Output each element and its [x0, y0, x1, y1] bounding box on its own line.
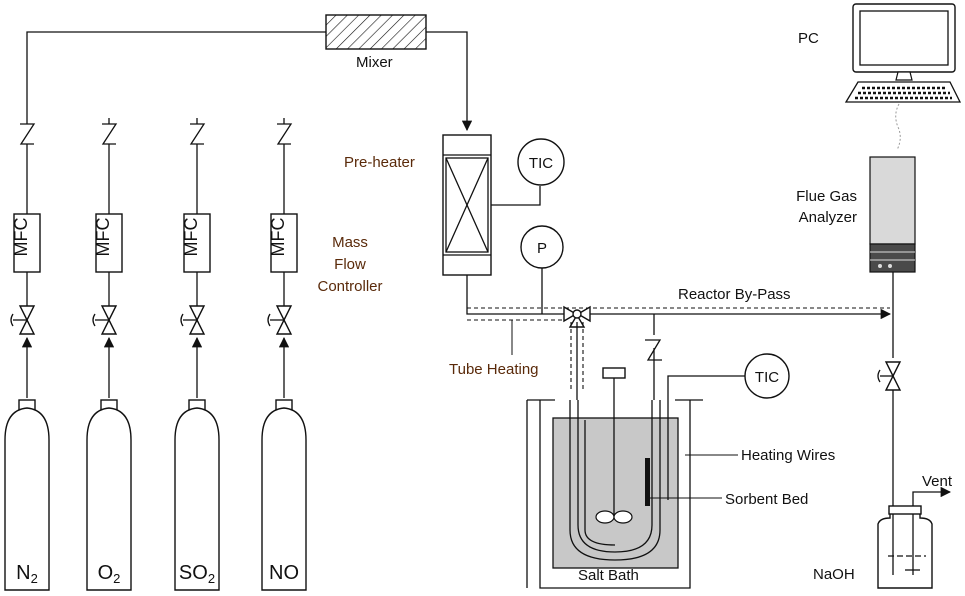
gas-label: NO — [269, 562, 299, 584]
heating-wires-label: Heating Wires — [741, 447, 835, 464]
pc-label: PC — [798, 30, 819, 47]
mfc-text: MFC — [11, 218, 31, 257]
tic-top-label: TIC — [529, 155, 553, 172]
mixer-to-preheater-line — [426, 31, 473, 132]
tic-top-connector — [491, 186, 541, 206]
salt-bath-label: Salt Bath — [578, 567, 639, 584]
naoh-label: NaOH — [813, 566, 855, 583]
feed-line-to-mixer — [26, 31, 326, 118]
computer-icon — [844, 3, 962, 103]
main-gas-line — [466, 275, 892, 320]
check-valve-icon — [19, 123, 36, 145]
check-valve-icon — [101, 123, 118, 145]
tube-heating-label: Tube Heating — [449, 361, 539, 378]
sorbent-bed-label: Sorbent Bed — [725, 491, 808, 508]
mfc-box — [270, 213, 298, 273]
check-valve-icon — [276, 123, 293, 145]
needle-valve-icon — [10, 305, 36, 335]
mfc-text: MFC — [181, 218, 201, 257]
mfc-box — [183, 213, 211, 273]
mfc-label-line1: Mass — [332, 234, 368, 251]
gas-formula-main: O — [98, 562, 114, 584]
check-valve-icon — [189, 123, 206, 145]
mfc-text: MFC — [268, 218, 288, 257]
needle-valve-icon — [180, 305, 206, 335]
flue-gas-analyzer-icon — [869, 156, 916, 273]
gas-cylinder-icon — [174, 399, 220, 591]
preheater-label: Pre-heater — [344, 154, 415, 171]
naoh-scrubber-icon — [877, 505, 933, 589]
gas-formula-subscript: 2 — [113, 571, 120, 586]
gas-formula-main: SO — [179, 562, 208, 584]
vent-arrow — [912, 486, 952, 506]
needle-valve-icon — [267, 305, 293, 335]
gas-label: N2 — [16, 562, 38, 586]
mixer-icon — [325, 14, 427, 50]
gas-formula-main: NO — [269, 562, 299, 584]
gas-cylinder-icon — [261, 399, 307, 591]
gas-column: MFC N2 — [4, 118, 50, 591]
mfc-label-line2: Flow — [334, 256, 366, 273]
mfc-box — [13, 213, 41, 273]
gas-formula-main: N — [16, 562, 30, 584]
vent-label: Vent — [922, 473, 953, 490]
pc-cable — [895, 103, 901, 151]
outlet-valve-icon — [877, 361, 902, 391]
reactor-bypass-label: Reactor By-Pass — [678, 286, 791, 303]
gas-formula-subscript: 2 — [208, 571, 215, 586]
mixer-label: Mixer — [356, 54, 393, 71]
gas-cylinder-icon — [86, 399, 132, 591]
gas-cylinder-icon — [4, 399, 50, 591]
gas-label: SO2 — [179, 562, 215, 586]
preheater-icon — [442, 134, 492, 276]
tic-bottom-probe — [667, 375, 745, 500]
gas-label: O2 — [98, 562, 121, 586]
check-valve-icon — [645, 339, 662, 361]
needle-valve-icon — [92, 305, 118, 335]
gas-column: MFC NO — [261, 118, 307, 591]
three-way-valve-icon — [563, 305, 591, 328]
pressure-label: P — [537, 240, 547, 257]
mfc-label-line3: Controller — [317, 278, 382, 295]
tic-top-icon — [517, 138, 565, 186]
salt-bath-reactor — [526, 367, 703, 589]
mfc-text: MFC — [93, 218, 113, 257]
analyzer-label-line2: Analyzer — [799, 209, 857, 226]
tic-bottom-label: TIC — [755, 369, 779, 386]
gas-column: MFC O2 — [86, 118, 132, 591]
gas-column: MFC SO2 — [174, 118, 220, 591]
gas-formula-subscript: 2 — [31, 571, 38, 586]
analyzer-label-line1: Flue Gas — [796, 188, 857, 205]
